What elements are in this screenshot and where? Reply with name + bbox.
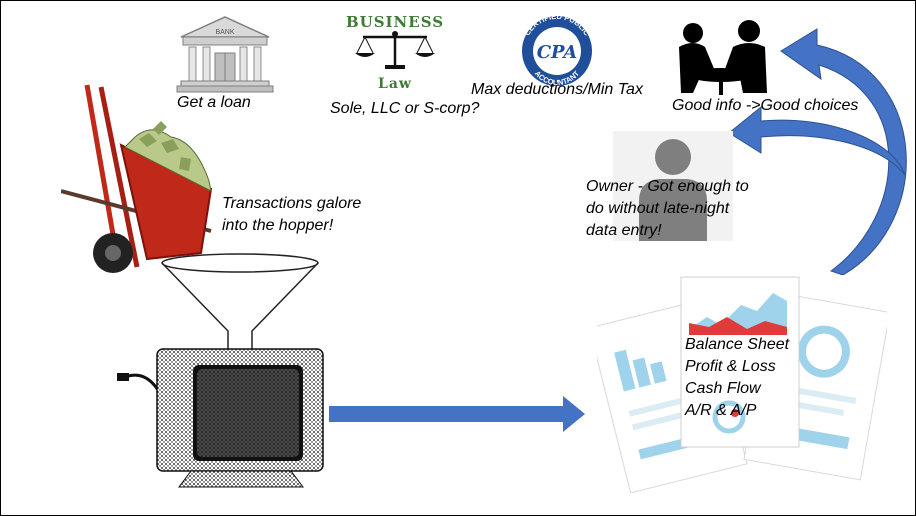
wheelbarrow-caption-line2: into the hopper!	[222, 217, 334, 234]
scales-icon	[355, 31, 435, 69]
report-item: A/R & A/P	[685, 402, 757, 419]
funnel-icon	[161, 253, 319, 349]
business-law-title: Business	[345, 13, 445, 31]
cpa-initials: CPA	[537, 42, 578, 63]
feedback-arrow-inner	[728, 105, 906, 176]
process-arrow	[329, 396, 585, 432]
computer-monitor-icon	[117, 348, 324, 488]
cpa-caption: Max deductions/Min Tax	[471, 81, 643, 98]
business-law-caption: Sole, LLC or S-corp?	[330, 100, 480, 117]
cpa-seal-icon: CERTIFIED PUBLIC ACCOUNTANT CPA	[522, 13, 592, 87]
financial-reports-icon	[597, 276, 887, 493]
feedback-arrow-outer	[780, 28, 907, 275]
owner-caption: Owner - Got enough to do without late-ni…	[586, 176, 776, 242]
report-item: Cash Flow	[685, 380, 761, 397]
business-law-subtitle: Law	[378, 76, 412, 92]
owner-caption-line3: data entry!	[586, 222, 662, 239]
report-item: Profit & Loss	[685, 358, 776, 375]
bank-icon: BANK	[176, 16, 274, 93]
bank-sign: BANK	[215, 29, 234, 36]
owner-icon	[613, 131, 733, 241]
feedback-arrows	[728, 28, 907, 275]
report-list: Balance Sheet Profit & Loss Cash Flow A/…	[685, 334, 789, 422]
report-item: Balance Sheet	[685, 336, 790, 353]
wheelbarrow-icon	[61, 84, 213, 273]
business-law-logo: Business Law	[345, 13, 445, 93]
meeting-caption: Good info ->Good choices	[672, 97, 859, 114]
wheelbarrow-caption: Transactions galore into the hopper!	[222, 193, 402, 237]
owner-caption-line1: Owner - Got enough to	[586, 178, 749, 195]
owner-caption-line2: do without late-night	[586, 200, 730, 217]
bank-caption: Get a loan	[177, 94, 251, 111]
wheelbarrow-caption-line1: Transactions galore	[222, 195, 362, 212]
meeting-icon	[679, 20, 767, 95]
